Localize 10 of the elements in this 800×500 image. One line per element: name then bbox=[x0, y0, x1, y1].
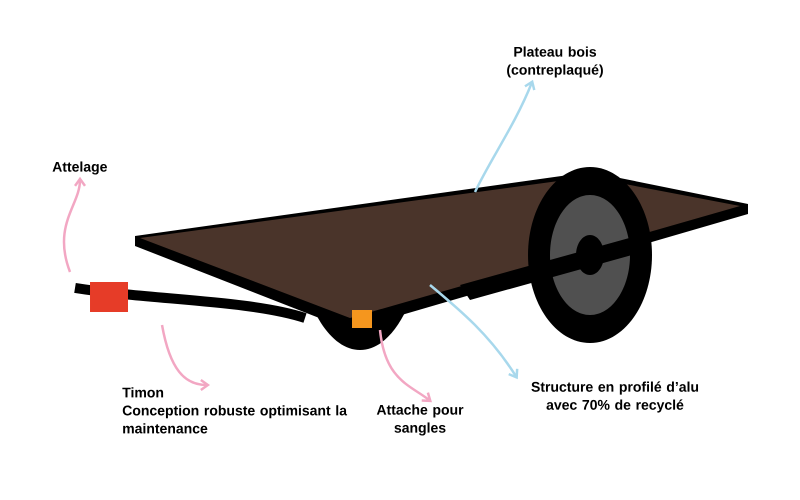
callout-text: Plateau bois (contreplaqué) bbox=[507, 46, 603, 78]
arrow bbox=[429, 284, 518, 380]
callout-text: Attelage bbox=[52, 161, 107, 175]
arrow bbox=[378, 330, 432, 402]
arrow bbox=[160, 324, 210, 392]
callout-text: Structure en profilé d’alu avec 70% de recyclé bbox=[531, 381, 698, 413]
callout-text: Attache pour sangles bbox=[376, 404, 464, 436]
arrow bbox=[62, 176, 86, 272]
callout-text: Timon Conception robuste optimisant la maintenance bbox=[122, 387, 348, 434]
arrow bbox=[474, 80, 536, 193]
